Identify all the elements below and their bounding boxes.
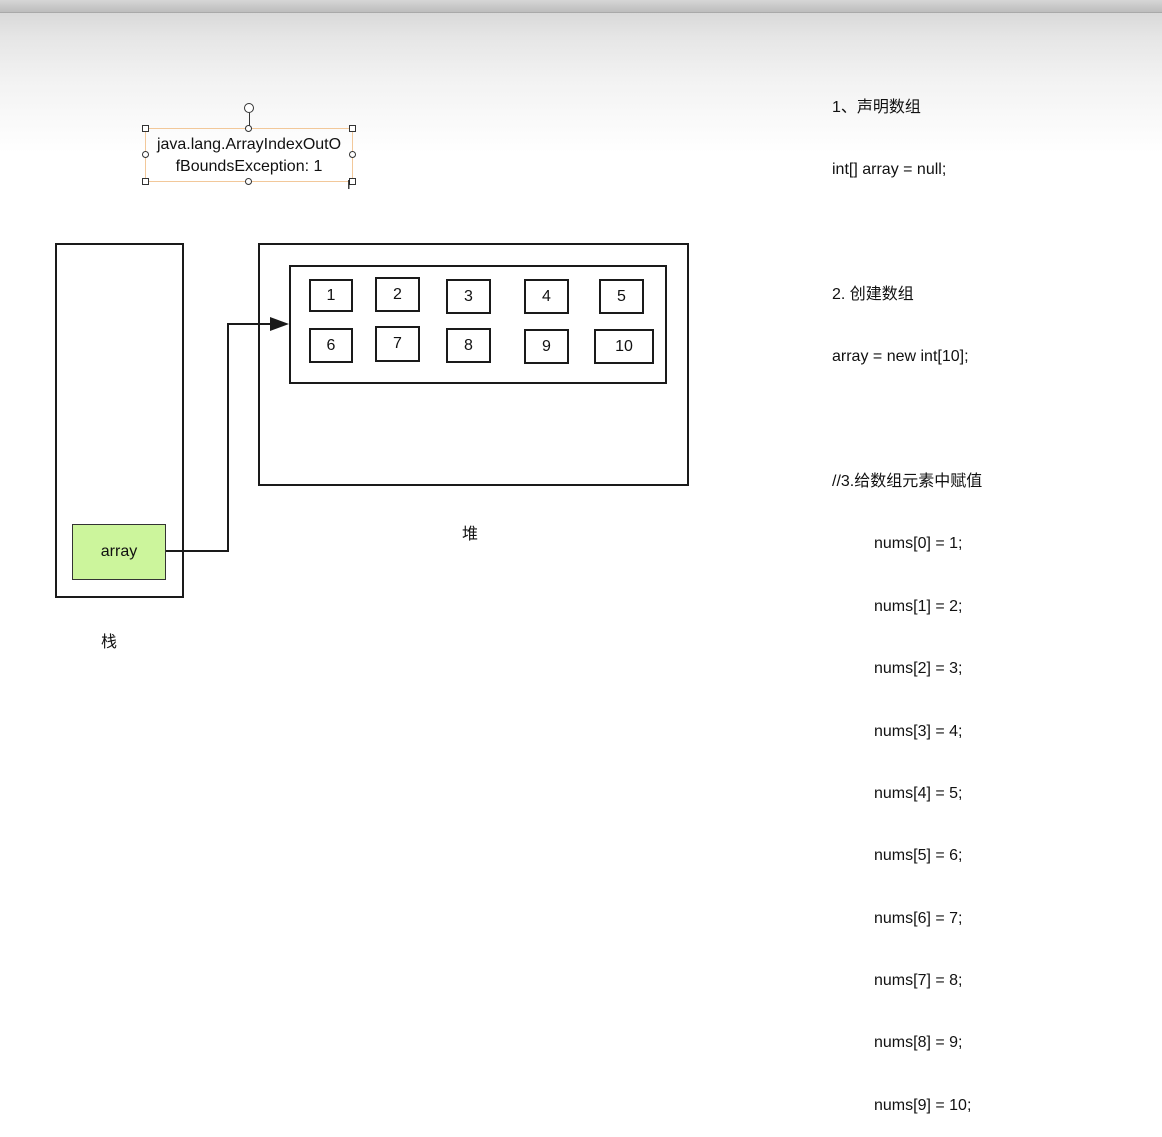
code-line: 1、声明数组 — [832, 98, 921, 116]
resize-handle-top-left[interactable] — [142, 125, 149, 132]
cell-value: 1 — [326, 286, 336, 304]
code-line: array = new int[10]; — [832, 348, 969, 366]
array-cell[interactable]: 3 — [446, 279, 491, 314]
reference-arrow — [166, 317, 289, 552]
resize-handle-right[interactable] — [349, 151, 356, 158]
array-cell[interactable]: 1 — [309, 279, 353, 312]
cell-value: 2 — [393, 285, 402, 303]
resize-handle-bottom-right[interactable] — [349, 178, 356, 185]
cell-value: 4 — [542, 287, 551, 305]
array-cell[interactable]: 10 — [594, 329, 654, 364]
array-cell[interactable]: 8 — [446, 328, 491, 363]
rotate-handle-stem — [249, 113, 250, 127]
stack-label: 栈 — [101, 634, 118, 651]
code-line: nums[9] = 10; — [874, 1096, 972, 1114]
window-top-bar — [0, 0, 1162, 13]
exception-text-box[interactable]: java.lang.ArrayIndexOutO fBoundsExceptio… — [145, 128, 353, 182]
cell-value: 6 — [326, 336, 336, 354]
cell-value: 3 — [464, 287, 473, 305]
text-cursor-icon: I — [347, 177, 351, 192]
exception-text-line1: java.lang.ArrayIndexOutO — [156, 136, 342, 153]
code-line — [832, 222, 1152, 243]
array-cell[interactable]: 9 — [524, 329, 569, 364]
resize-handle-bottom-left[interactable] — [142, 178, 149, 185]
cell-value: 5 — [617, 287, 626, 305]
array-cell[interactable]: 2 — [375, 277, 420, 312]
cell-value: 9 — [542, 337, 551, 355]
code-line: nums[6] = 7; — [874, 909, 963, 927]
code-line: nums[1] = 2; — [874, 597, 963, 615]
code-line: 2. 创建数组 — [832, 285, 914, 303]
code-line: nums[2] = 3; — [874, 660, 963, 678]
exception-text-line2: fBoundsException: 1 — [175, 158, 323, 175]
resize-handle-bottom[interactable] — [245, 178, 252, 185]
code-line: int[] array = null; — [832, 160, 947, 178]
cell-value: 10 — [615, 337, 633, 355]
code-line: nums[8] = 9; — [874, 1034, 963, 1052]
cell-value: 7 — [393, 335, 402, 352]
array-cell[interactable]: 6 — [309, 328, 353, 363]
code-line: nums[5] = 6; — [874, 847, 963, 865]
array-cell[interactable]: 7 — [375, 326, 420, 362]
code-line — [832, 410, 1152, 431]
code-line: //3.给数组元素中赋值 — [832, 472, 983, 490]
canvas-background-gradient — [0, 13, 1162, 153]
resize-handle-left[interactable] — [142, 151, 149, 158]
code-notes[interactable]: 1、声明数组 int[] array = null; 2. 创建数组 array… — [832, 56, 1152, 1137]
array-cell[interactable]: 4 — [524, 279, 569, 314]
rotate-handle[interactable] — [244, 103, 254, 113]
code-line: nums[7] = 8; — [874, 972, 963, 990]
heap-label: 堆 — [462, 526, 479, 543]
cell-value: 8 — [464, 336, 473, 354]
array-variable[interactable]: array — [72, 524, 166, 580]
code-line: nums[4] = 5; — [874, 784, 963, 802]
resize-handle-top[interactable] — [245, 125, 252, 132]
code-line: nums[0] = 1; — [874, 535, 963, 553]
resize-handle-top-right[interactable] — [349, 125, 356, 132]
array-cell[interactable]: 5 — [599, 279, 644, 314]
array-variable-label: array — [100, 543, 138, 560]
code-line: nums[3] = 4; — [874, 722, 963, 740]
